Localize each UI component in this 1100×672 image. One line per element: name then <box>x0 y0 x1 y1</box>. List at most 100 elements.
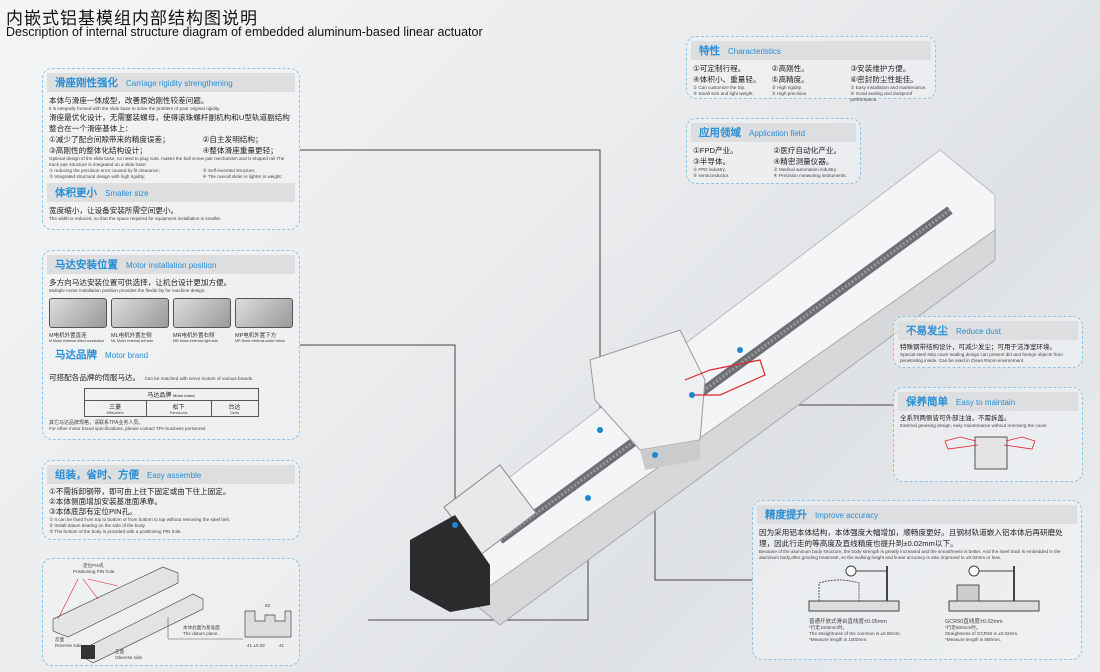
dimension: 41 <box>279 643 285 648</box>
list-item: ③ The bottom of the body is provided wit… <box>49 529 182 534</box>
char-title-en: Characteristics <box>728 47 781 56</box>
text: 普通开放式滑台直线度±0.05mm <box>809 619 887 625</box>
page-title: 内嵌式铝基模组内部结构图说明 <box>6 9 258 28</box>
dust-title-en: Reduce dust <box>956 327 1001 336</box>
obverse-label-en: Obverse side <box>115 655 143 660</box>
text: It is integrally formed with the slide b… <box>49 106 221 111</box>
text: MR Motor external right side <box>173 339 219 343</box>
rail-side <box>469 229 996 626</box>
text: ① FPD industry. <box>693 167 726 172</box>
list-item: ③ Integrated structural design with high… <box>49 174 146 179</box>
text: ②医疗自动化产业。 <box>773 146 842 155</box>
list-item: ④整体滑座重量更轻； <box>202 146 278 155</box>
text: ④体积小、重量轻。 <box>693 75 761 84</box>
list-item: ② Self-invented structure; <box>202 168 256 173</box>
text: 全系列两侧皆可外部注油，不需拆盖。 <box>900 415 1011 422</box>
list-item: ① It can be fixed from top to bottom or … <box>49 517 231 522</box>
text: Mitsubishi <box>106 411 124 415</box>
text: ③ Easy installation and maintenance. <box>850 85 927 90</box>
list-item: ② Install datum bearing on the side of t… <box>49 523 146 528</box>
list-item: ① reducing the precision error caused by… <box>49 168 160 173</box>
maintain-title-cn: 保养简单 <box>906 396 948 408</box>
reverse-label-en: Reverse side <box>55 643 82 648</box>
list-item: ①减少了配合间隙带来的精度误差； <box>49 135 170 144</box>
text: ⑥密封防尘性能佳。 <box>850 75 918 84</box>
text: ① Can customize the trip. <box>693 85 746 90</box>
assemble-panel: 组装，省时、方便 Easy assemble ①不需拆卸钢带，即可由上往下固定或由… <box>42 460 300 540</box>
datum-label-en: The datum plane. <box>183 631 219 636</box>
datum-label-cn: 本体此面为基准面 <box>183 625 220 630</box>
text: Can be matched with servo motors of vari… <box>144 376 254 381</box>
text: Straightness of GCR50 is ±0.02mm. <box>945 631 1019 636</box>
obverse-label-cn: 正面 <box>115 649 125 654</box>
text: ML电机外置左侧 <box>111 333 152 339</box>
text: GCR50直线度±0.02mm <box>945 619 1003 625</box>
text: ③半导体。 <box>693 157 731 166</box>
text: ML Motor external left side <box>111 339 154 343</box>
list-item: ②自主发明结构； <box>202 135 263 144</box>
text: Special steel strip cover sealing design… <box>900 352 1063 363</box>
maintain-panel: 保养简单 Easy to maintain 全系列两侧皆可外部注油，不需拆盖。 E… <box>893 387 1083 482</box>
text: 可搭配各品牌的伺服马达。 <box>49 373 141 382</box>
motor-panel: 马达安装位置 Motor installation position 多方向马达安… <box>42 250 300 440</box>
text: 滑座最优化设计，无需塞装螺母，使得滚珠螺杆副机构和U型轨道副结构整合在一个滑座基… <box>49 113 290 133</box>
page-subtitle: Description of internal structure diagra… <box>6 25 483 39</box>
list-item: ①不需拆卸钢带，即可由上往下固定或由下往上固定。 <box>49 487 231 496</box>
text: ② High rigidity. <box>771 85 802 90</box>
text: Optimal design of the slide base, no nee… <box>49 156 285 167</box>
motor-pos-title-en: Motor installation position <box>126 261 217 270</box>
text: ④ Small size and light weight. <box>693 91 754 96</box>
text: *Measure length is 800mm. <box>945 637 1001 642</box>
char-title-cn: 特性 <box>699 45 720 57</box>
brand-title-en: Motor brand <box>105 351 149 360</box>
assemble-title-en: Easy assemble <box>147 471 202 480</box>
text: 松下 <box>172 405 185 411</box>
text: Multiple motor installation position pro… <box>49 288 206 293</box>
list-item: ③本体底部有定位PIN孔。 <box>49 507 137 516</box>
text: Motor brand <box>173 393 195 398</box>
gcr50-accuracy-note: GCR50直线度±0.02mm*行走800mm时。Straightness of… <box>945 619 1019 643</box>
pin-label-cn: 定位PIN孔 <box>82 563 105 568</box>
pin-diagram <box>52 566 292 664</box>
text: 三菱 <box>109 405 122 411</box>
grease-diagram <box>944 436 1036 470</box>
text: External greasing design, easy maintenan… <box>900 423 1048 428</box>
connector-line <box>300 149 601 430</box>
smaller-title-en: Smaller size <box>105 189 149 198</box>
text: 多方向马达安装位置可供选择，让机台设计更加方便。 <box>49 278 232 287</box>
text: Delta <box>230 411 239 415</box>
text: Panasonic <box>169 411 188 415</box>
accuracy-title-en: Improve accuracy <box>815 511 879 520</box>
motor-pos-title-cn: 马达安装位置 <box>55 259 118 271</box>
text: 本体与滑座一体成型，改善原始刚性较差问题。 <box>49 96 209 105</box>
reverse-label-cn: 反面 <box>55 637 65 642</box>
brand-title-cn: 马达品牌 <box>55 349 97 361</box>
text: *行走800mm时。 <box>945 625 981 630</box>
text: 马达品牌 <box>147 393 172 399</box>
text: MP Motor external under below <box>235 339 285 343</box>
list-item: ②本体侧面增加安装基准面承靠。 <box>49 497 163 506</box>
maintain-title-en: Easy to maintain <box>956 398 1016 407</box>
text: ③ semiconductor. <box>693 173 730 178</box>
text: *行走1000mm时。 <box>809 625 848 630</box>
text: ③安装维护方便。 <box>850 64 911 73</box>
text: ⑥ Good sealing and dustproof performance… <box>850 91 913 102</box>
assemble-title-cn: 组装，省时、方便 <box>55 469 139 481</box>
text: 宽度缩小，让设备安装所需空间更小。 <box>49 206 179 215</box>
dimension: 41 ±0.02 <box>247 643 265 648</box>
text: Because of the aluminum body structure, … <box>759 549 1061 560</box>
text: ①可定制行程。 <box>693 64 746 73</box>
text: 台达 <box>228 405 241 411</box>
text: *Measure length is 1000mm. <box>809 637 868 642</box>
